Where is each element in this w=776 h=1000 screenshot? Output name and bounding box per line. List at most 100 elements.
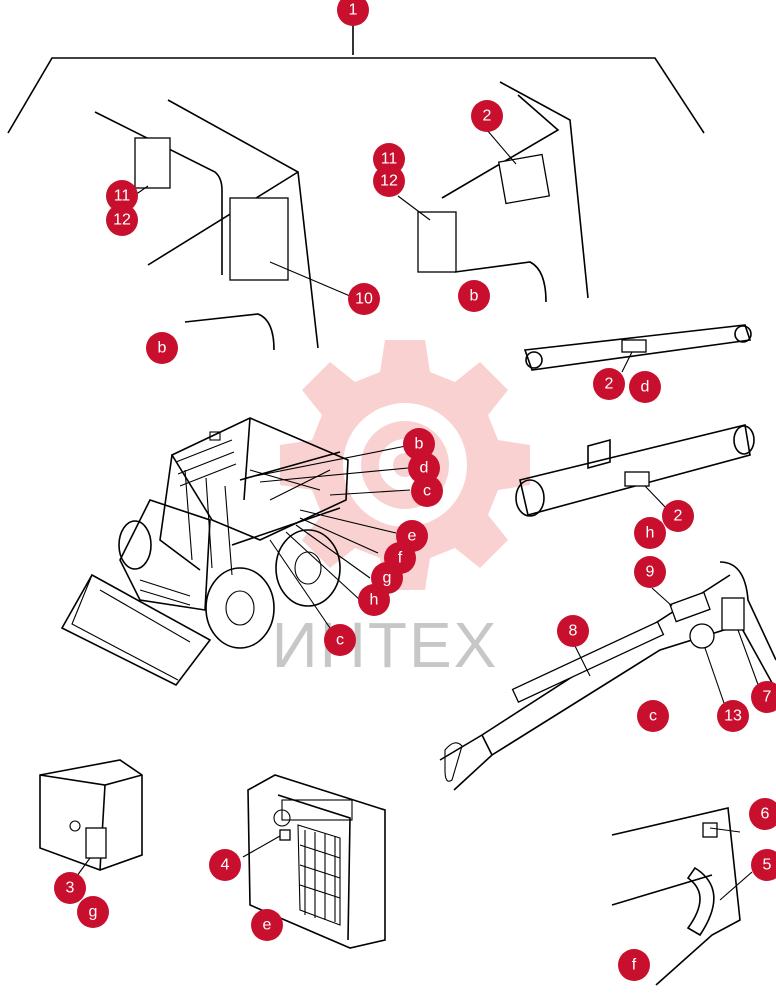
callout-label: 12 — [380, 173, 398, 190]
callout-12: 12 — [373, 165, 405, 197]
watermark-gear-icon — [280, 340, 530, 590]
decal-4 — [279, 829, 291, 841]
callout-circle — [251, 909, 283, 941]
radiator-shroud — [242, 774, 386, 949]
callout-label: c — [423, 483, 431, 500]
callout-circle — [557, 615, 589, 647]
callout-circle — [629, 371, 661, 403]
link-arm-lower — [515, 424, 755, 517]
callout-label: e — [263, 917, 272, 934]
callout-3: 3 — [54, 872, 86, 904]
callout-label: 12 — [113, 212, 131, 229]
callout-circle — [593, 368, 625, 400]
callout-c: c — [324, 624, 356, 656]
door-panel — [611, 807, 753, 986]
callout-label: 13 — [724, 708, 742, 725]
decal-3-g — [85, 827, 107, 859]
callout-label: f — [398, 550, 403, 567]
callout-label: d — [420, 460, 429, 477]
callout-5: 5 — [751, 849, 776, 881]
callout-label: 9 — [646, 564, 655, 581]
callout-circle — [337, 0, 369, 26]
callout-circle — [348, 283, 380, 315]
callout-circle — [106, 180, 138, 212]
callout-circle — [662, 500, 694, 532]
callout-g: g — [77, 896, 109, 928]
callout-circle — [751, 849, 776, 881]
callout-label: 7 — [763, 689, 772, 706]
callout-h: h — [358, 584, 390, 616]
callout-7: 7 — [751, 681, 776, 713]
callout-label: 5 — [763, 857, 772, 874]
boom-arm — [439, 561, 776, 791]
decal-7 — [721, 597, 745, 631]
callout-b: b — [403, 428, 435, 460]
callout-circle — [749, 798, 776, 830]
assembly-bracket — [7, 25, 705, 134]
callout-label: b — [158, 340, 167, 357]
callout-4: 4 — [209, 849, 241, 881]
decal-8 — [511, 620, 665, 704]
callout-label: d — [641, 379, 650, 396]
callout-c: c — [411, 475, 443, 507]
callout-circle — [751, 681, 776, 713]
skid-steer-loader — [60, 417, 411, 687]
decal-2-top — [497, 153, 551, 205]
callout-circle — [634, 517, 666, 549]
callout-label: 8 — [569, 623, 578, 640]
callout-circle — [77, 896, 109, 928]
callout-label: 2 — [674, 508, 683, 525]
callout-13: 13 — [717, 700, 749, 732]
callout-circle — [618, 949, 650, 981]
decal-13 — [689, 623, 715, 649]
callout-8: 8 — [557, 615, 589, 647]
callout-f: f — [618, 949, 650, 981]
callout-2: 2 — [662, 500, 694, 532]
decal-9 — [669, 591, 711, 623]
callout-label: 11 — [114, 188, 131, 205]
callout-circle — [403, 428, 435, 460]
cab-left-panel — [94, 99, 351, 351]
cab-right-panel — [397, 81, 589, 303]
watermark-text: ИНТЕХ — [272, 609, 499, 681]
callout-label: 10 — [355, 291, 373, 308]
callout-circle — [634, 556, 666, 588]
decal-11-12-left — [134, 137, 171, 189]
callout-label: h — [370, 592, 379, 609]
callout-label: c — [649, 708, 657, 725]
callout-c: c — [637, 700, 669, 732]
callout-1: 1 — [337, 0, 369, 26]
callout-label: 4 — [221, 857, 230, 874]
callout-d: d — [629, 371, 661, 403]
battery-box — [39, 759, 143, 881]
decal-11-12-right — [417, 211, 457, 273]
callout-label: h — [646, 525, 655, 542]
callout-label: 6 — [761, 806, 770, 823]
callout-10: 10 — [348, 283, 380, 315]
callout-11: 11 — [373, 143, 405, 175]
callout-b: b — [146, 332, 178, 364]
callout-11: 11 — [106, 180, 138, 212]
callout-e: e — [251, 909, 283, 941]
callout-label: c — [336, 632, 344, 649]
callout-circle — [637, 700, 669, 732]
decal-10 — [229, 197, 289, 281]
decal-6 — [702, 822, 718, 838]
callout-circle — [717, 700, 749, 732]
callout-b: b — [458, 280, 490, 312]
callout-circle — [209, 849, 241, 881]
callout-circle — [458, 280, 490, 312]
callout-circle — [471, 100, 503, 132]
callout-label: 2 — [605, 376, 614, 393]
callout-label: e — [408, 528, 417, 545]
callout-2: 2 — [471, 100, 503, 132]
callout-6: 6 — [749, 798, 776, 830]
callout-circle — [358, 584, 390, 616]
callout-label: b — [470, 288, 479, 305]
callout-circle — [54, 872, 86, 904]
callout-12: 12 — [106, 204, 138, 236]
callout-label: g — [383, 570, 392, 587]
callout-label: g — [89, 904, 98, 921]
